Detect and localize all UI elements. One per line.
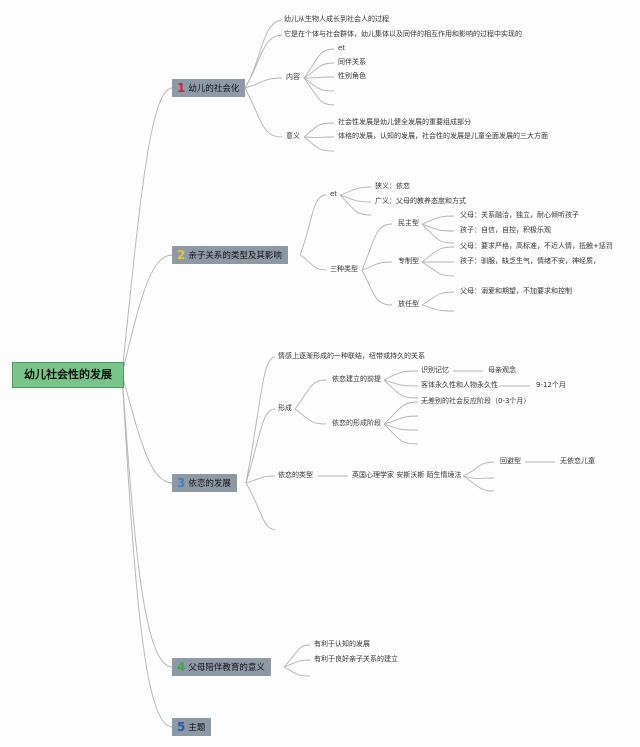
node-premise[interactable]: 依恋建立的前提 <box>332 375 381 383</box>
branch-label: 幼儿的社会化 <box>188 84 240 94</box>
node-avoidant[interactable]: 回避型 <box>500 457 521 465</box>
node-mother-concept[interactable]: 母亲观念 <box>488 366 516 374</box>
node-content[interactable]: 内容 <box>286 73 300 81</box>
branch-label: 父母陪伴教育的意义 <box>188 663 265 673</box>
node-attachment-definition[interactable]: 情感上逐渐形成的一种联结，纽带或持久的关系 <box>278 352 425 360</box>
node-stage-one[interactable]: 无差别的社会反应阶段（0-3个月） <box>421 397 531 405</box>
branch-number: 2 <box>177 248 186 262</box>
node-no-attachment[interactable]: 无依恋儿童 <box>560 457 595 465</box>
node-democratic-child[interactable]: 孩子：自信，自控，积极乐观 <box>460 226 551 234</box>
node-relationship-benefit[interactable]: 有利于良好亲子关系的建立 <box>314 655 398 663</box>
node-democratic[interactable]: 民主型 <box>398 219 419 227</box>
node-formation[interactable]: 形成 <box>278 404 292 412</box>
node-socialization-definition[interactable]: 幼儿从生物人成长到社会人的过程 <box>284 15 389 23</box>
branch-number: 3 <box>177 476 186 490</box>
node-content-item[interactable]: 同伴关系 <box>338 58 366 66</box>
node-autocratic[interactable]: 专制型 <box>398 257 419 265</box>
node-socialization-process[interactable]: 它是在个体与社会群体，幼儿集体以及同伴的相互作用和影响的过程中实现的 <box>284 30 522 38</box>
branch-number: 1 <box>177 81 186 95</box>
node-recognition-memory[interactable]: 识别记忆 <box>421 366 449 374</box>
node-meaning-item[interactable]: 社会性发展是幼儿健全发展的重要组成部分 <box>338 118 471 126</box>
branch-number: 5 <box>177 720 186 734</box>
node-content-item[interactable]: et <box>338 44 346 52</box>
node-ainsworth[interactable]: 英国心理学家 安斯沃斯 陌生情境法 <box>352 471 462 479</box>
node-object-permanence[interactable]: 客体永久性和人物永久性 <box>421 381 498 389</box>
node-permissive[interactable]: 放任型 <box>398 300 419 308</box>
node-democratic-parent[interactable]: 父母：关系融洽，独立，耐心倾听孩子 <box>460 211 579 219</box>
node-permissive-parent[interactable]: 父母：溺爱和期望，不加要求和控制 <box>460 287 572 295</box>
node-narrow-definition[interactable]: 狭义：依恋 <box>375 182 410 190</box>
branch-label: 亲子关系的类型及其影响 <box>188 251 282 261</box>
branch-label: 主题 <box>188 723 206 733</box>
node-three-types[interactable]: 三种类型 <box>330 265 358 273</box>
root-topic[interactable]: 幼儿社会性的发展 <box>12 362 124 388</box>
node-broad-definition[interactable]: 广义：父母的教养态度和方式 <box>375 197 466 205</box>
node-meaning[interactable]: 意义 <box>286 132 300 140</box>
node-et[interactable]: et <box>330 190 338 198</box>
node-meaning-item[interactable]: 体格的发展，认知的发展，社会性的发展是儿童全面发展的三大方面 <box>338 132 548 140</box>
branch-label: 依恋的发展 <box>188 479 231 489</box>
node-months[interactable]: 9-12个月 <box>536 381 566 389</box>
branch-number: 4 <box>177 660 186 674</box>
node-formation-stage[interactable]: 依恋的形成阶段 <box>332 419 381 427</box>
node-cognitive-benefit[interactable]: 有利于认知的发展 <box>314 640 370 648</box>
node-content-item[interactable]: 性别角色 <box>338 72 366 80</box>
node-autocratic-child[interactable]: 孩子：驯服，缺乏生气，情绪不安，神经质， <box>460 257 600 265</box>
node-autocratic-parent[interactable]: 父母：要求严格，高标准，不近人情，抵触+惩罚 <box>460 242 613 250</box>
node-attachment-types[interactable]: 依恋的类型 <box>278 471 313 479</box>
